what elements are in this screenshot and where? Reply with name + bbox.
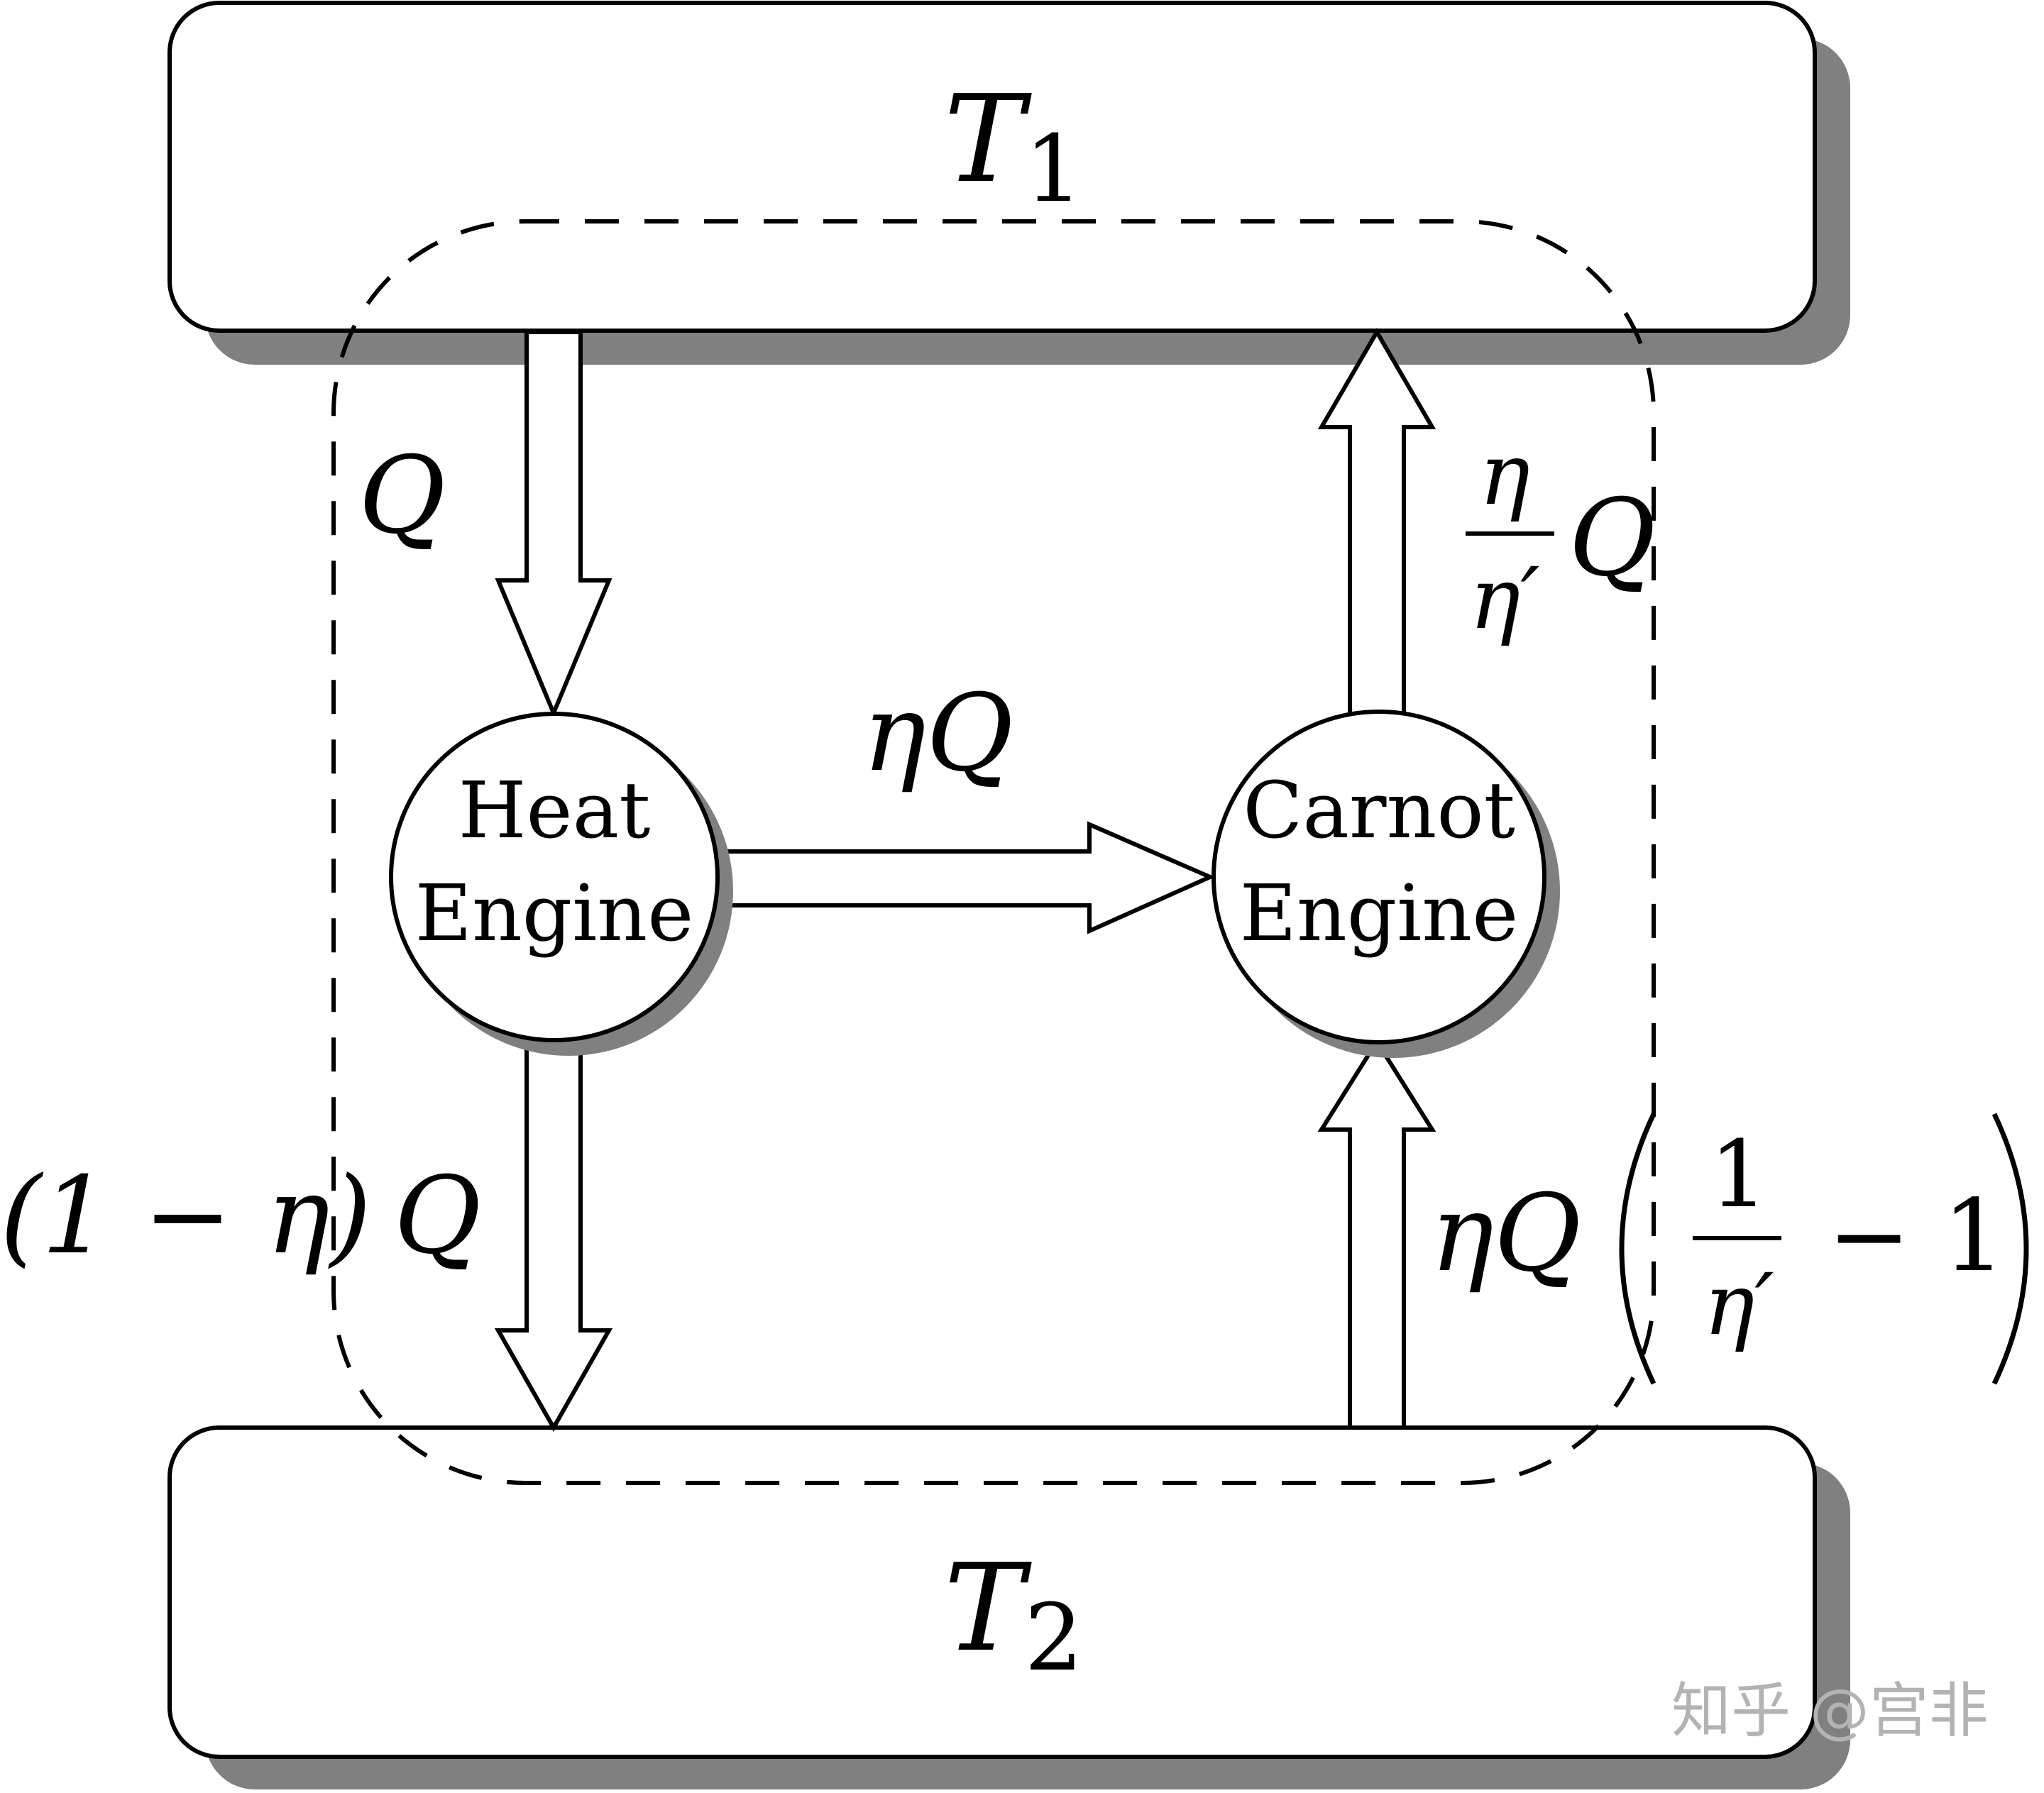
- arrow-hot-to-heat-engine: [495, 330, 612, 719]
- heat-engine-label-line1: Heat: [458, 765, 651, 856]
- minus-one: − 1: [1828, 1179, 2006, 1294]
- flow-label-cold-to-carnot: ηQ ( 1 η′ − 1: [1430, 1120, 2006, 1355]
- carnot-engine-label-line1: Carnot: [1243, 765, 1515, 856]
- arrow-heat-to-carnot: [711, 821, 1216, 934]
- arrow-carnot-to-hot: [1317, 328, 1436, 717]
- flow-label-carnot-to-hot: η η′ Q: [1466, 426, 1656, 649]
- flow-label-hot-to-heat: Q: [358, 434, 446, 558]
- flow-label-heat-to-cold: (1 − η) Q: [0, 1154, 481, 1278]
- heat-engine-label-line2: Engine: [415, 868, 694, 959]
- cold-reservoir: [167, 1425, 1850, 1789]
- fraction-numerator: η: [1479, 426, 1530, 524]
- carnot-engine-circle: [1211, 710, 1546, 1044]
- flow-label-heat-to-cold-suffix: Q: [394, 1154, 481, 1278]
- flow-label-heat-to-cold-prefix: (1 − η): [0, 1154, 371, 1278]
- heat-engine-circle: [389, 712, 720, 1042]
- fraction-denominator-2: η′: [1703, 1256, 1774, 1355]
- cold-reservoir-label: T2: [944, 1538, 1083, 1692]
- carnot-engine-label-line2: Engine: [1240, 868, 1519, 959]
- hot-reservoir: T1: [167, 1, 1850, 365]
- hot-reservoir-label: T1: [944, 70, 1083, 223]
- carnot-engine: Carnot Engine: [1211, 710, 1560, 1058]
- hot-reservoir-box: [167, 1, 1817, 333]
- arrow-heat-engine-to-cold: [494, 1035, 613, 1433]
- arrow-cold-to-carnot: [1317, 1037, 1436, 1430]
- right-parenthesis: [1991, 1113, 2029, 1385]
- fraction-numerator-one: 1: [1710, 1120, 1769, 1228]
- watermark: 知乎 @宫非: [1671, 1676, 1989, 1745]
- flow-label-cold-to-carnot-prefix: ηQ: [1430, 1172, 1581, 1296]
- heat-engine: Heat Engine: [389, 712, 733, 1056]
- flow-label-heat-to-carnot: ηQ: [862, 672, 1013, 795]
- flow-label-carnot-to-hot-suffix: Q: [1568, 477, 1656, 600]
- cold-reservoir-box: [167, 1425, 1817, 1759]
- left-parenthesis: [1619, 1113, 1656, 1385]
- system-boundary: [331, 219, 1656, 1485]
- fraction-denominator: η′: [1469, 550, 1539, 649]
